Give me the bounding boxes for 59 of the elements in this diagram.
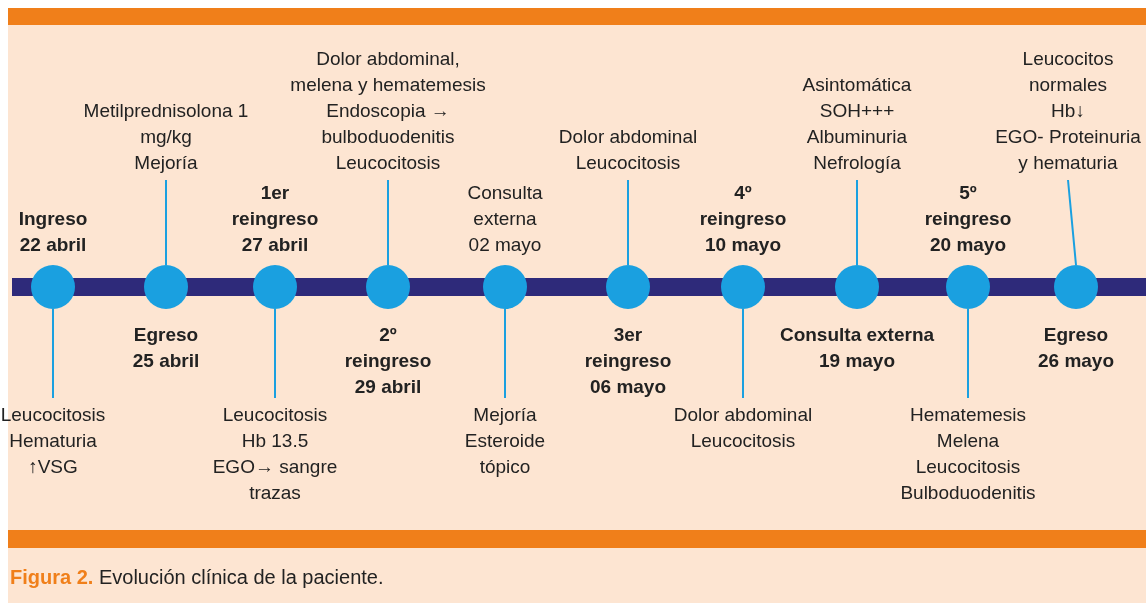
- event-note: Melena: [935, 429, 1001, 453]
- event-note: Mejoría: [472, 403, 538, 427]
- date-label: 4º reingreso: [698, 181, 788, 231]
- date-label: Consulta externa: [778, 323, 936, 347]
- event-note: Hematuria: [8, 429, 98, 453]
- event-note: EGO- Proteinuria y hematuria: [994, 125, 1142, 175]
- date-label: 2º reingreso: [343, 323, 433, 373]
- event-note: Hb↓: [1050, 99, 1086, 123]
- date-label: 10 mayo: [703, 233, 782, 257]
- leader-line: [627, 179, 629, 266]
- event-note: Leucocitosis: [334, 151, 442, 175]
- event-note: Leucocitosis: [689, 429, 797, 453]
- date-label: Egreso: [132, 323, 200, 347]
- event-note: Leucocitosis: [0, 403, 107, 427]
- event-note: SOH+++: [818, 99, 896, 123]
- leader-line: [165, 179, 167, 266]
- event-note: Nefrología: [812, 151, 902, 175]
- leader-line: [856, 179, 858, 266]
- date-label: 5º reingreso: [923, 181, 1013, 231]
- figure-caption: Figura 2. Evolución clínica de la paciente.: [10, 566, 384, 589]
- event-note: Dolor abdominal: [672, 403, 814, 427]
- date-label: Egreso: [1042, 323, 1110, 347]
- event-note: Leucocitosis: [221, 403, 329, 427]
- leader-line: [387, 179, 389, 266]
- event-note: Asintomática: [801, 73, 913, 97]
- leader-line: [1067, 179, 1077, 266]
- event-note: Leucocitosis: [574, 151, 682, 175]
- leader-line: [52, 308, 54, 399]
- date-label: Consulta externa: [466, 181, 544, 231]
- date-label: 02 mayo: [467, 233, 543, 257]
- date-label: 3er reingreso: [583, 323, 673, 373]
- event-note: Dolor abdominal, melena y hematemesis: [289, 47, 487, 97]
- date-label: 20 mayo: [928, 233, 1007, 257]
- date-label: 26 mayo: [1036, 349, 1115, 373]
- event-note: Mejoría: [133, 151, 199, 175]
- date-label: 25 abril: [131, 349, 201, 373]
- date-label: Ingreso: [17, 207, 89, 231]
- date-label: 29 abril: [353, 375, 423, 399]
- leader-line: [967, 308, 969, 399]
- event-note: Metilprednisolona 1 mg/kg: [82, 99, 250, 149]
- event-note: Hematemesis: [908, 403, 1028, 427]
- date-label: 06 mayo: [588, 375, 667, 399]
- event-note: ↑VSG: [27, 455, 79, 479]
- event-note: Esteroide tópico: [463, 429, 547, 479]
- event-note: Albuminuria: [805, 125, 909, 149]
- leader-line: [742, 308, 744, 399]
- date-label: 19 mayo: [817, 349, 896, 373]
- event-note: Bulboduodenitis: [899, 481, 1037, 505]
- event-note: Leucocitosis: [914, 455, 1022, 479]
- event-note: Dolor abdominal: [557, 125, 699, 149]
- date-label: 22 abril: [18, 233, 88, 257]
- event-note: Leucocitos normales: [1021, 47, 1115, 97]
- leader-line: [274, 308, 276, 399]
- leader-line: [504, 308, 506, 399]
- date-label: 27 abril: [240, 233, 310, 257]
- event-note: EGO→ sangre trazas: [211, 455, 339, 505]
- date-label: 1er reingreso: [230, 181, 320, 231]
- event-note: Endoscopia → bulboduodenitis: [320, 99, 456, 149]
- event-note: Hb 13.5: [240, 429, 310, 453]
